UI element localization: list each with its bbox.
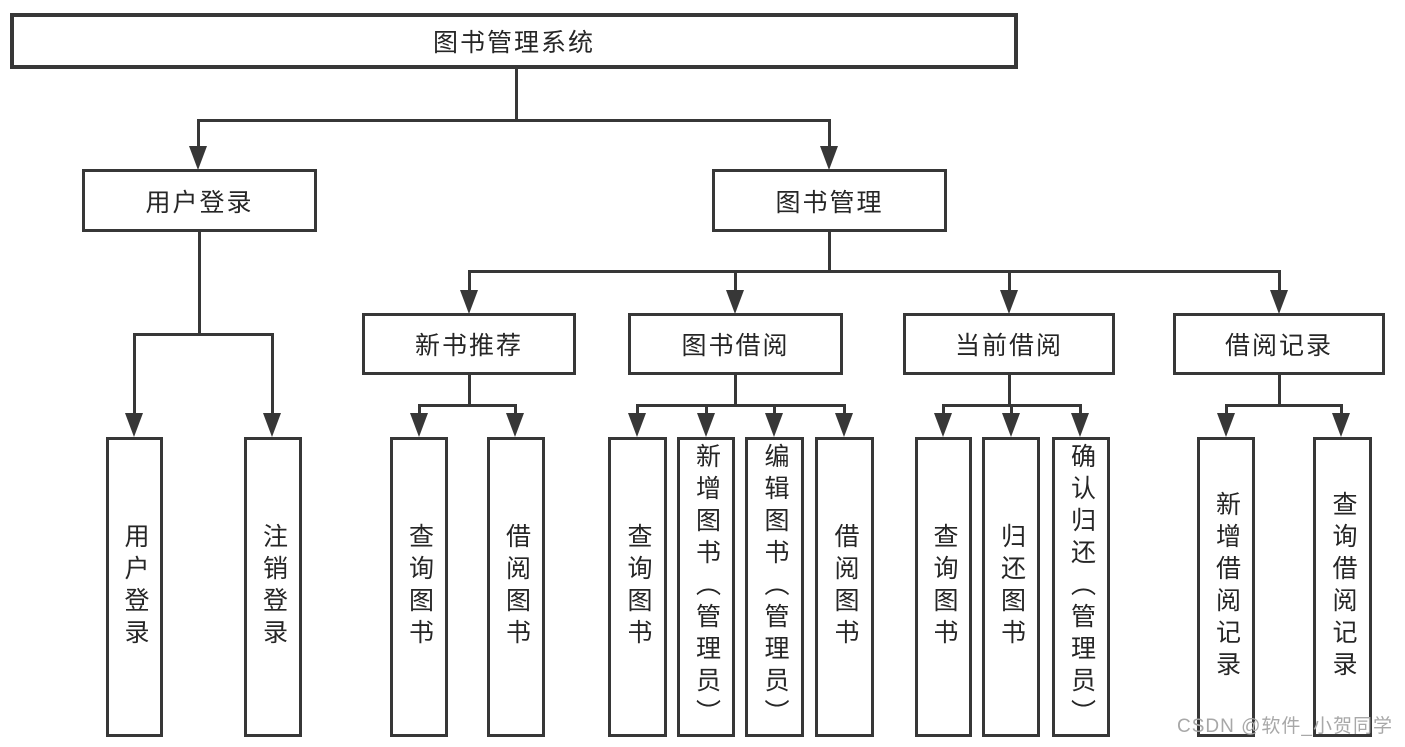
connector-cb-stub bbox=[1008, 375, 1011, 406]
arrowhead-to-leaf-borrow-books-borrowing bbox=[835, 413, 853, 437]
connector-bm-drop-1 bbox=[468, 270, 471, 291]
connector-root-stub bbox=[515, 69, 518, 121]
leaf-user-login-label: 用户登录 bbox=[121, 523, 149, 651]
leaf-query-borrow-record: 查询借阅记录 bbox=[1313, 437, 1372, 737]
leaf-query-books-recommend-label: 查询图书 bbox=[405, 523, 434, 651]
connector-ul-drop-2 bbox=[271, 333, 274, 414]
leaf-borrow-books-recommend: 借阅图书 bbox=[487, 437, 545, 737]
arrowhead-to-leaf-add-book-admin bbox=[697, 413, 715, 437]
node-borrowing-records-label: 借阅记录 bbox=[1224, 332, 1333, 360]
arrowhead-to-leaf-query-books-recommend bbox=[410, 413, 428, 437]
node-new-book-recommend-label: 新书推荐 bbox=[414, 332, 523, 360]
node-new-book-recommend: 新书推荐 bbox=[362, 313, 576, 375]
connector-br-hline bbox=[1225, 404, 1342, 407]
connector-bm-drop-2 bbox=[734, 270, 737, 291]
arrowhead-to-new-book-recommend bbox=[460, 290, 478, 314]
arrowhead-to-leaf-return-books bbox=[1002, 413, 1020, 437]
connector-br-stub bbox=[1278, 375, 1281, 406]
leaf-borrow-books-borrowing: 借阅图书 bbox=[815, 437, 874, 737]
connector-bb-drop-2 bbox=[705, 404, 708, 415]
arrowhead-to-leaf-confirm-return-admin bbox=[1071, 413, 1089, 437]
connector-bm-drop-3 bbox=[1008, 270, 1011, 291]
arrowhead-to-current-borrowing bbox=[1000, 290, 1018, 314]
node-current-borrowing-label: 当前借阅 bbox=[954, 332, 1063, 360]
leaf-borrow-books-borrowing-label: 借阅图书 bbox=[831, 523, 859, 651]
connector-bb-hline bbox=[636, 404, 845, 407]
leaf-add-book-admin: 新增图书（管理员） bbox=[677, 437, 735, 737]
connector-bm-drop-4 bbox=[1278, 270, 1281, 291]
arrowhead-to-leaf-query-books-borrowing bbox=[628, 413, 646, 437]
connector-bm-hline bbox=[468, 270, 1281, 273]
arrowhead-to-book-borrowing bbox=[726, 290, 744, 314]
connector-bm-stub bbox=[828, 232, 831, 272]
connector-cb-drop-3 bbox=[1079, 404, 1082, 415]
connector-bb-drop-4 bbox=[843, 404, 846, 415]
leaf-query-books-current-label: 查询图书 bbox=[930, 523, 958, 651]
node-current-borrowing: 当前借阅 bbox=[903, 313, 1115, 375]
leaf-query-books-borrowing-label: 查询图书 bbox=[624, 523, 652, 651]
connector-bb-drop-1 bbox=[636, 404, 639, 415]
connector-root-drop-right bbox=[828, 119, 831, 147]
node-borrowing-records: 借阅记录 bbox=[1173, 313, 1385, 375]
connector-cb-drop-1 bbox=[942, 404, 945, 415]
connector-ul-stub bbox=[198, 232, 201, 336]
leaf-add-borrow-record-label: 新增借阅记录 bbox=[1212, 491, 1241, 683]
node-root: 图书管理系统 bbox=[10, 13, 1018, 69]
leaf-return-books: 归还图书 bbox=[982, 437, 1040, 737]
arrowhead-to-leaf-logout bbox=[263, 413, 281, 437]
leaf-query-books-recommend: 查询图书 bbox=[390, 437, 448, 737]
connector-nb-stub bbox=[468, 375, 471, 406]
connector-ul-hline bbox=[133, 333, 274, 336]
node-book-management-label: 图书管理 bbox=[775, 188, 884, 217]
connector-br-drop-1 bbox=[1225, 404, 1228, 415]
leaf-user-login: 用户登录 bbox=[106, 437, 163, 737]
node-root-label: 图书管理系统 bbox=[432, 29, 595, 57]
arrowhead-to-leaf-add-borrow-record bbox=[1217, 413, 1235, 437]
connector-bb-drop-3 bbox=[773, 404, 776, 415]
connector-bb-stub bbox=[734, 375, 737, 406]
node-book-management: 图书管理 bbox=[712, 169, 947, 232]
arrowhead-to-leaf-query-books-current bbox=[934, 413, 952, 437]
leaf-borrow-books-recommend-label: 借阅图书 bbox=[502, 523, 531, 651]
connector-cb-drop-2 bbox=[1010, 404, 1013, 415]
leaf-confirm-return-admin-label: 确认归还（管理员） bbox=[1067, 443, 1096, 731]
arrowhead-to-user-login bbox=[189, 146, 207, 170]
connector-nb-drop-2 bbox=[514, 404, 517, 415]
leaf-logout: 注销登录 bbox=[244, 437, 302, 737]
node-user-login: 用户登录 bbox=[82, 169, 317, 232]
leaf-query-books-current: 查询图书 bbox=[915, 437, 972, 737]
leaf-query-borrow-record-label: 查询借阅记录 bbox=[1329, 491, 1357, 683]
arrowhead-to-leaf-edit-book-admin bbox=[765, 413, 783, 437]
node-book-borrowing: 图书借阅 bbox=[628, 313, 843, 375]
connector-nb-hline bbox=[418, 404, 517, 407]
leaf-confirm-return-admin: 确认归还（管理员） bbox=[1052, 437, 1110, 737]
leaf-edit-book-admin: 编辑图书（管理员） bbox=[745, 437, 804, 737]
leaf-add-book-admin-label: 新增图书（管理员） bbox=[692, 443, 721, 731]
leaf-add-borrow-record: 新增借阅记录 bbox=[1197, 437, 1255, 737]
arrowhead-to-leaf-query-borrow-record bbox=[1332, 413, 1350, 437]
leaf-query-books-borrowing: 查询图书 bbox=[608, 437, 667, 737]
arrowhead-to-book-management bbox=[820, 146, 838, 170]
node-user-login-label: 用户登录 bbox=[145, 188, 254, 217]
arrowhead-to-borrowing-records bbox=[1270, 290, 1288, 314]
connector-nb-drop-1 bbox=[418, 404, 421, 415]
connector-root-hline bbox=[197, 119, 830, 122]
csdn-watermark: CSDN @软件_小贺同学 bbox=[1177, 716, 1393, 737]
node-book-borrowing-label: 图书借阅 bbox=[681, 332, 790, 360]
connector-br-drop-2 bbox=[1340, 404, 1343, 415]
connector-root-drop-left bbox=[197, 119, 200, 147]
connector-ul-drop-1 bbox=[133, 333, 136, 414]
leaf-return-books-label: 归还图书 bbox=[997, 523, 1026, 651]
arrowhead-to-leaf-borrow-books-recommend bbox=[506, 413, 524, 437]
leaf-edit-book-admin-label: 编辑图书（管理员） bbox=[761, 443, 789, 731]
arrowhead-to-leaf-user-login bbox=[125, 413, 143, 437]
leaf-logout-label: 注销登录 bbox=[259, 523, 288, 651]
